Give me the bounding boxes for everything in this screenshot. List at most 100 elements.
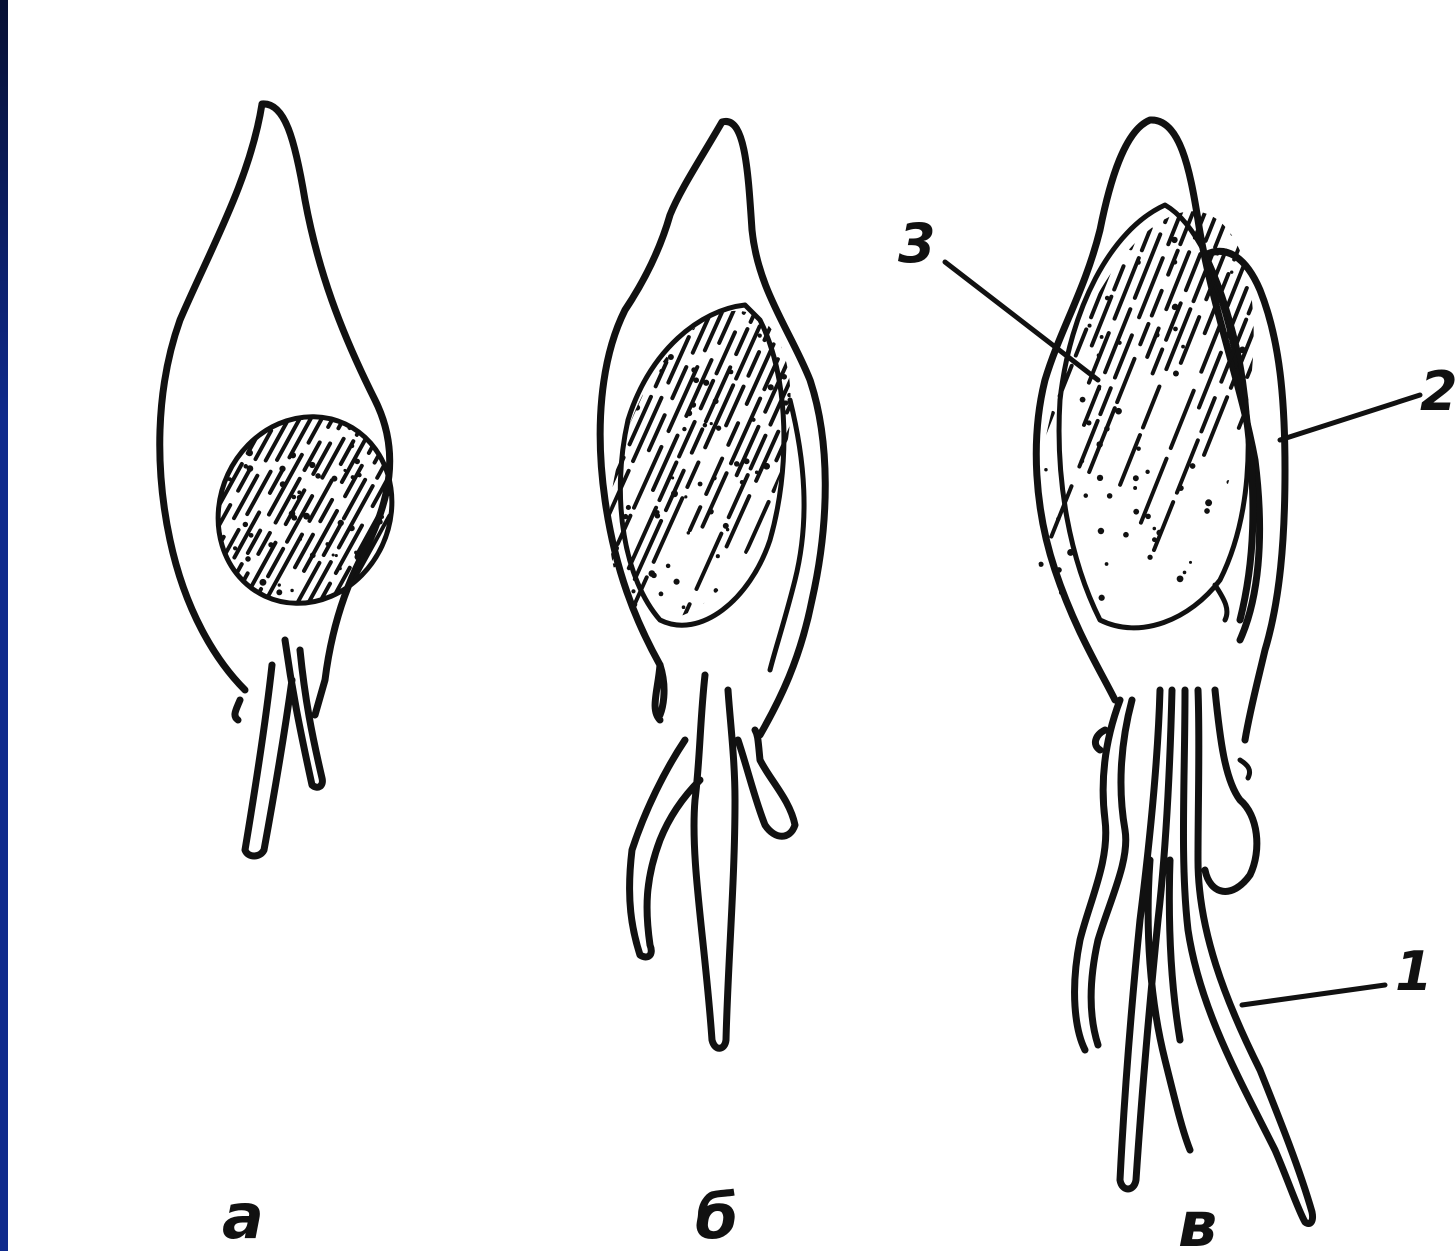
grain-stipple-dot: [746, 635, 753, 642]
grain-stipple-dot: [290, 452, 296, 458]
grain-hatch-stroke: [740, 272, 749, 295]
grain-hatch-stroke: [971, 328, 979, 349]
grain-stipple-dot: [1099, 595, 1105, 601]
grain-hatch-stroke: [1076, 329, 1086, 355]
grain-stipple-dot: [708, 509, 714, 515]
grain-hatch-stroke: [113, 400, 134, 439]
grain-hatch-stroke: [451, 571, 474, 622]
grain-stipple-dot: [398, 402, 401, 405]
grain-stipple-dot: [1173, 371, 1179, 377]
grain-hatch-stroke: [1322, 285, 1333, 311]
grain-hatch-stroke: [55, 453, 72, 484]
grain-hatch-stroke: [75, 500, 101, 547]
grain-hatch-stroke: [451, 486, 471, 523]
grain-hatch-stroke: [147, 534, 159, 556]
grain-hatch-stroke: [692, 429, 702, 452]
grain-hatch-stroke: [320, 500, 332, 521]
grain-hatch-stroke: [814, 323, 825, 351]
grain-hatch-stroke: [719, 290, 743, 343]
grain-stipple-dot: [1136, 260, 1141, 265]
grain-hatch-stroke: [1255, 237, 1268, 269]
grain-hatch-stroke: [1021, 238, 1039, 283]
grain-hatch-stroke: [1334, 262, 1353, 309]
grain-hatch-stroke: [482, 563, 499, 600]
grain-hatch-stroke: [1327, 366, 1335, 387]
grain-hatch-stroke: [422, 390, 434, 416]
grain-stipple-dot: [227, 430, 231, 434]
grain-hatch-stroke: [804, 290, 831, 350]
grain-hatch-stroke: [490, 545, 518, 607]
grain-hatch-stroke: [1337, 228, 1354, 271]
grain-stipple-dot: [684, 495, 687, 498]
grain-hatch-stroke: [1201, 398, 1214, 431]
grain-hatch-stroke: [706, 367, 730, 421]
grain-hatch-stroke: [442, 467, 461, 501]
grain-stipple-dot: [249, 533, 254, 538]
grain-hatch-stroke: [490, 290, 501, 315]
grain-stipple-dot: [309, 462, 315, 468]
grain-stipple-dot: [332, 553, 335, 556]
grain-stipple-dot: [1038, 562, 1043, 567]
grain-stipple-dot: [671, 490, 678, 497]
grain-hatch-stroke: [1331, 291, 1354, 348]
grain-stipple-dot: [1145, 470, 1149, 474]
grain-stipple-dot: [1166, 627, 1172, 633]
grain-hatch-stroke: [853, 493, 877, 553]
grain-stipple-dot: [698, 482, 703, 487]
grain-hatch-stroke: [554, 539, 576, 588]
grain-hatch-stroke: [426, 328, 440, 359]
grain-hatch-stroke: [123, 520, 145, 560]
grain-stipple-dot: [682, 605, 686, 609]
grain-hatch-stroke: [57, 584, 77, 620]
grain-stipple-dot: [703, 603, 706, 606]
grain-hatch-stroke: [41, 553, 61, 589]
grain-hatch-stroke: [1297, 190, 1322, 253]
grain-stipple-dot: [245, 556, 251, 562]
grain-stipple-dot: [315, 473, 321, 479]
grain-hatch-stroke: [0, 558, 25, 608]
grain-hatch-stroke: [728, 423, 738, 445]
grain-stipple-dot: [268, 542, 273, 547]
grain-hatch-stroke: [645, 290, 666, 336]
grain-stipple-dot: [278, 583, 281, 586]
grain-stipple-dot: [1230, 621, 1234, 625]
grain-stipple-dot: [776, 295, 783, 302]
grain-hatch-stroke: [927, 290, 952, 346]
grain-stipple-dot: [1084, 493, 1088, 497]
grain-hatch-stroke: [408, 512, 436, 562]
grain-hatch-stroke: [308, 476, 318, 498]
grain-hatch-stroke: [402, 290, 413, 315]
grain-hatch-stroke: [130, 442, 143, 466]
grain-hatch-stroke: [909, 290, 919, 311]
grain-hatch-stroke: [988, 402, 1009, 455]
grain-stipple-dot: [755, 471, 759, 475]
grain-hatch-stroke: [237, 400, 255, 433]
grain-stipple-dot: [247, 465, 254, 472]
grain-hatch-stroke: [1364, 295, 1376, 325]
grain-stipple-dot: [247, 435, 251, 439]
grain-hatch-stroke: [133, 502, 166, 562]
grain-stipple-dot: [1086, 223, 1090, 227]
grain-hatch-stroke: [234, 513, 259, 558]
grain-stipple-dot: [668, 354, 674, 360]
grain-hatch-stroke: [421, 491, 432, 516]
grain-stipple-dot: [612, 563, 616, 567]
grain-stipple-dot: [1190, 463, 1196, 469]
grain-stipple-dot: [682, 427, 686, 431]
grain-hatch-stroke: [30, 506, 53, 548]
grain-hatch-stroke: [1077, 240, 1086, 262]
grain-hatch-stroke: [446, 290, 457, 315]
grain-hatch-stroke: [1346, 389, 1362, 430]
grain-hatch-stroke: [1291, 190, 1310, 236]
grain-hatch-stroke: [309, 400, 332, 443]
grain-hatch-stroke: [524, 290, 534, 313]
grain-stipple-dot: [790, 316, 795, 321]
grain-stipple-dot: [767, 642, 771, 646]
grain-hatch-stroke: [856, 448, 881, 503]
grain-stipple-dot: [1105, 296, 1110, 301]
grain-hatch-stroke: [778, 190, 794, 231]
grain-stipple-dot: [1088, 324, 1092, 328]
grain-hatch-stroke: [572, 348, 585, 376]
grain-stipple-dot: [1204, 508, 1210, 514]
grain-hatch-stroke: [112, 597, 124, 620]
